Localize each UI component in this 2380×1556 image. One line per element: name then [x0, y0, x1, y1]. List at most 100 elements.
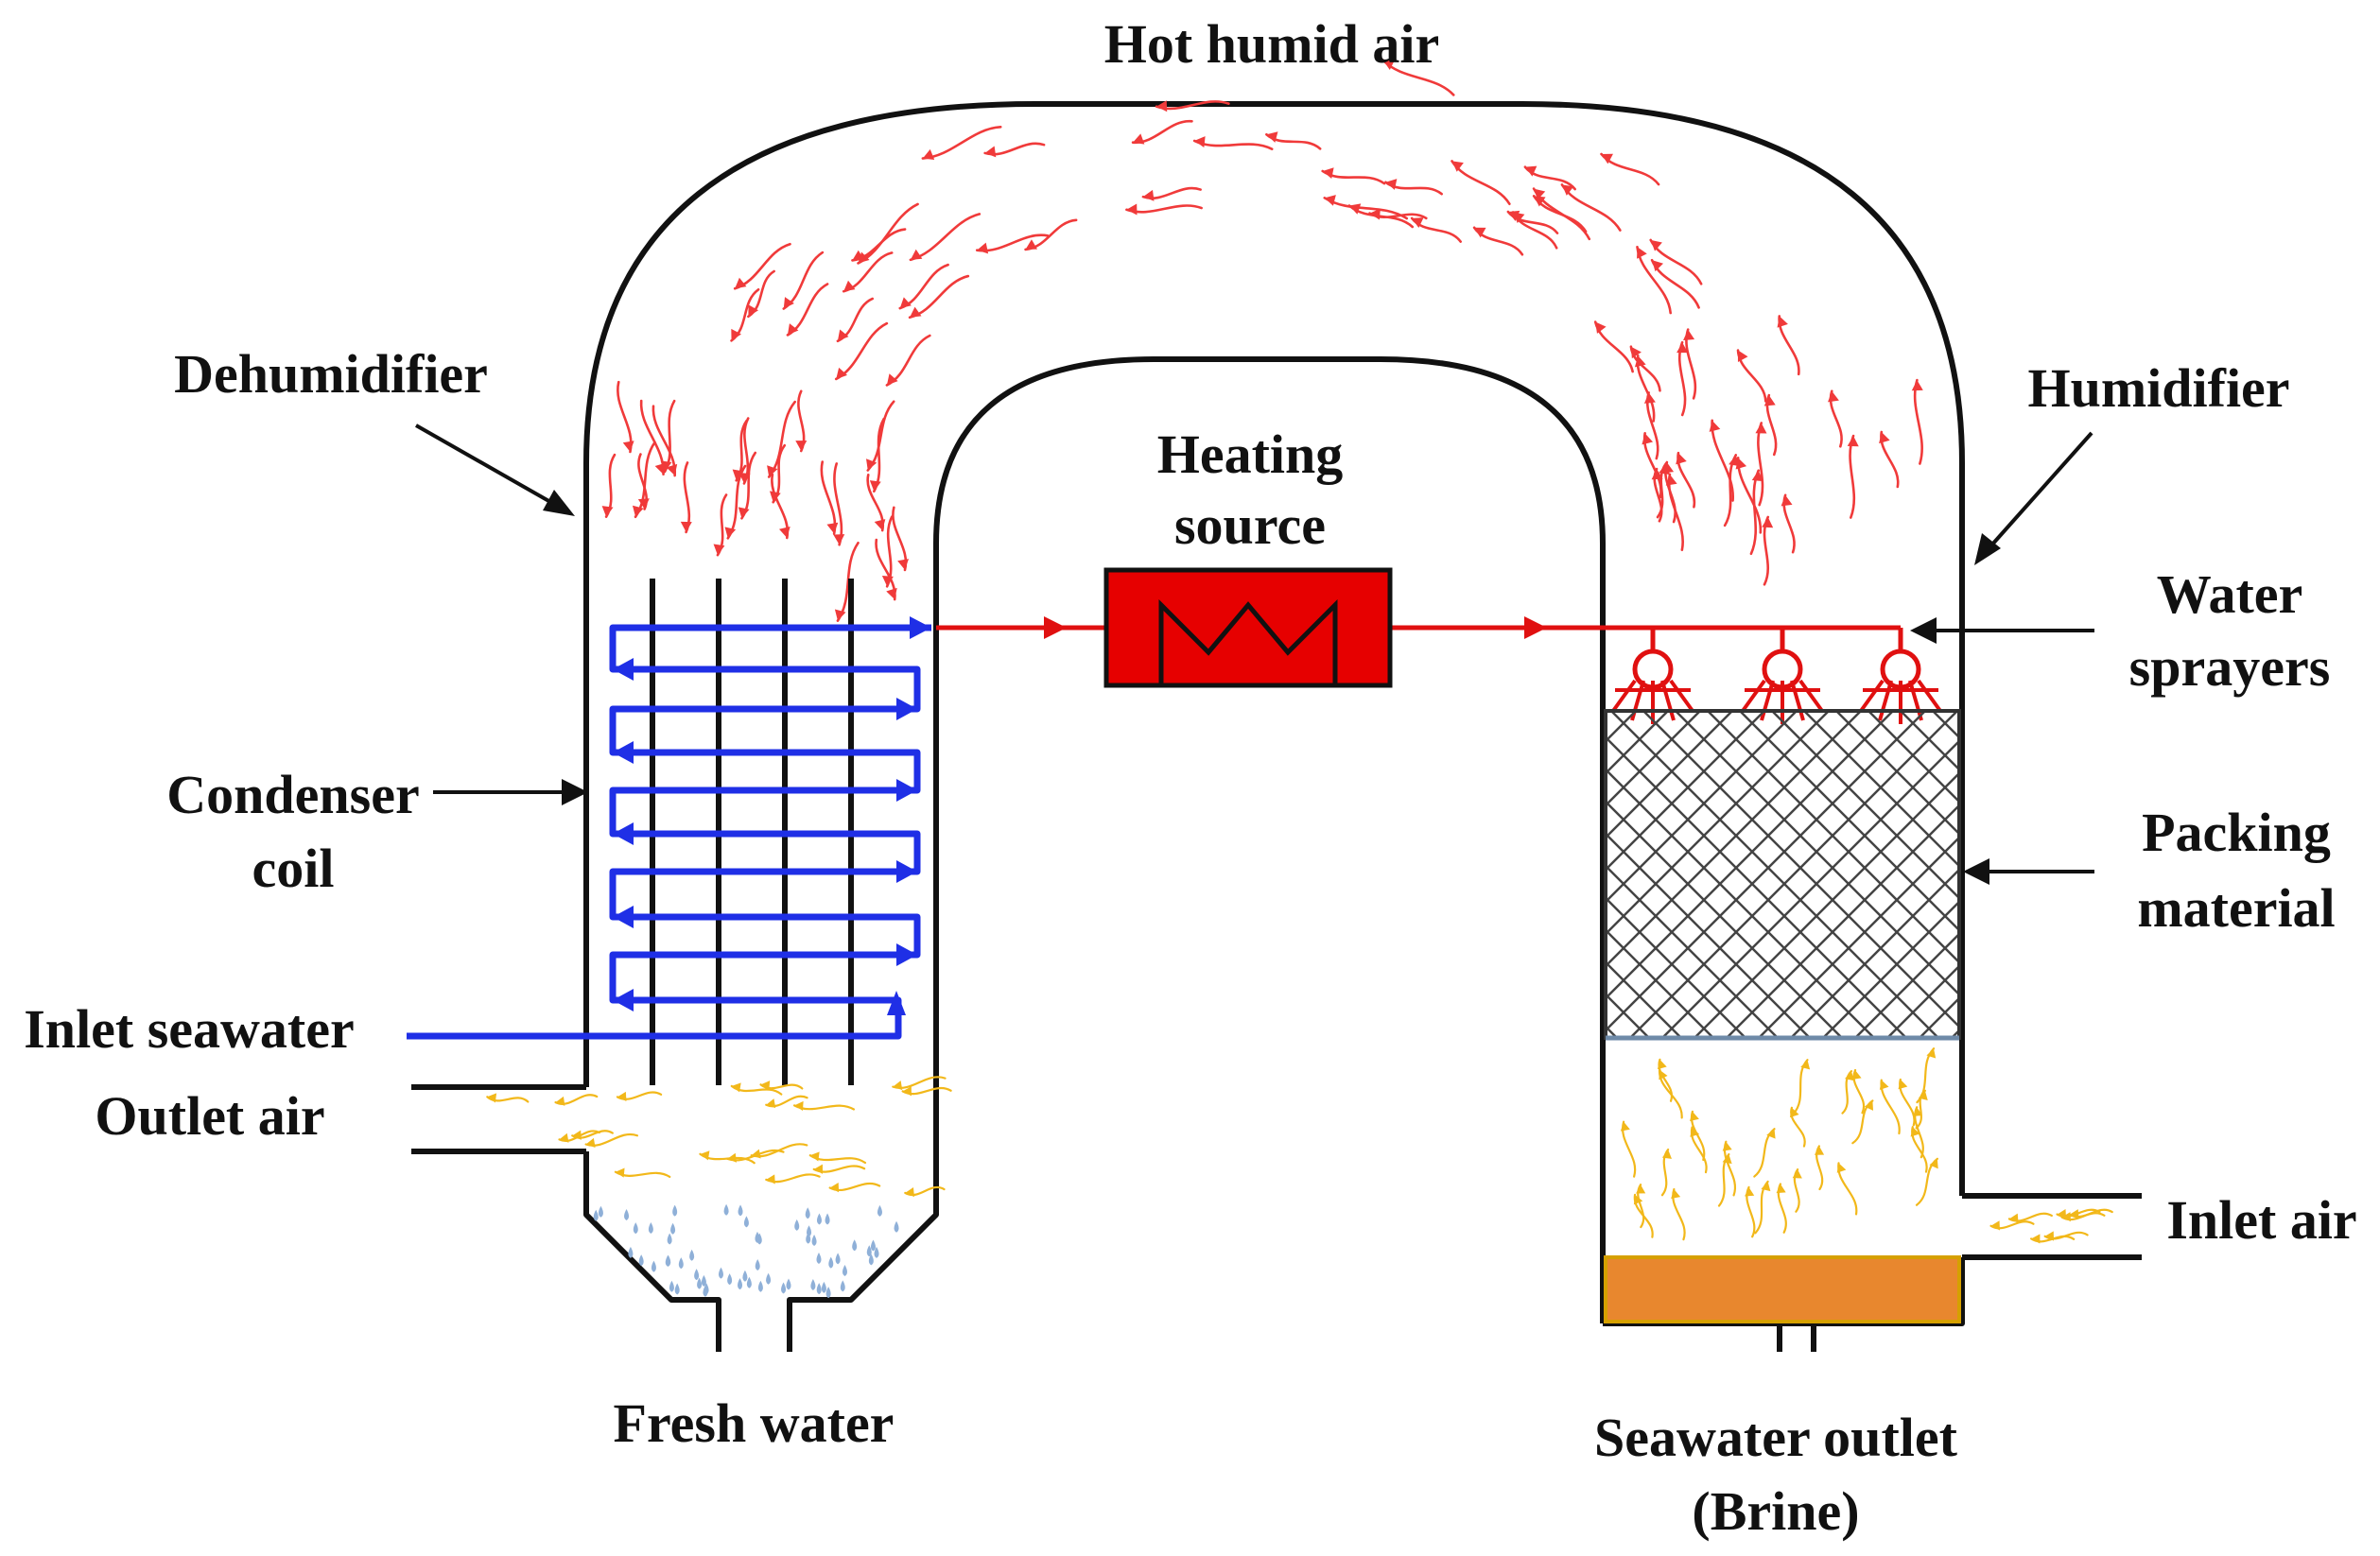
- air-arrow-icon: [795, 389, 808, 453]
- air-arrow-icon: [1141, 186, 1202, 201]
- air-arrow-icon: [1650, 258, 1700, 309]
- label-water-sprayers-line1: Water: [2157, 563, 2303, 625]
- air-arrow-icon: [651, 405, 678, 477]
- air-arrow-icon: [792, 1100, 856, 1112]
- air-arrow-icon: [767, 400, 796, 478]
- label-condenser-coil-line1: Condenser: [166, 764, 419, 825]
- label-heating-source-line2: source: [1174, 494, 1326, 556]
- heater-box: [1103, 567, 1393, 688]
- air-arrow-icon: [909, 213, 982, 262]
- air-arrow-icon: [983, 142, 1046, 158]
- water-sprayers: [1611, 628, 1942, 724]
- water-drop-icon: [766, 1272, 772, 1285]
- arrowhead-icon: [613, 822, 634, 845]
- arrowhead-icon: [613, 906, 634, 928]
- air-arrow-icon: [834, 321, 889, 381]
- air-arrow-icon: [765, 1095, 808, 1109]
- air-arrow-icon: [1676, 340, 1689, 417]
- air-arrow-icon: [1384, 179, 1444, 196]
- air-arrow-icon: [1915, 1157, 1938, 1206]
- air-arrow-icon: [921, 126, 1002, 161]
- arrowhead-icon: [1974, 533, 2001, 565]
- air-arrow-icon: [1792, 1059, 1811, 1115]
- air-arrow-icon: [1656, 462, 1671, 519]
- water-drop-icon: [755, 1259, 760, 1271]
- air-arrow-icon: [1792, 1168, 1802, 1213]
- air-arrow-icon: [639, 399, 667, 476]
- water-drop-icon: [718, 1267, 723, 1279]
- brine-pool: [1604, 1255, 1961, 1323]
- air-arrow-icon: [1898, 1078, 1916, 1127]
- water-drop-icon: [816, 1213, 822, 1225]
- air-arrow-icon: [1836, 1162, 1858, 1216]
- air-arrow-icon: [1192, 136, 1274, 150]
- water-drop-icon: [781, 1282, 787, 1294]
- air-arrow-icon: [901, 1086, 952, 1097]
- air-arrow-icon: [1749, 469, 1763, 556]
- water-drop-icon: [648, 1221, 653, 1234]
- water-drop-icon: [738, 1204, 743, 1217]
- air-arrow-icon: [782, 251, 825, 310]
- label-hot-humid-air: Hot humid air: [1104, 13, 1440, 75]
- water-drop-icon: [821, 1281, 826, 1293]
- water-drop-icon: [628, 1246, 634, 1258]
- arrowhead-icon: [613, 658, 634, 681]
- air-arrow-icon: [1265, 131, 1322, 150]
- water-drop-icon: [678, 1257, 684, 1270]
- water-drop-icon: [674, 1283, 680, 1295]
- air-arrow-icon: [699, 1150, 756, 1165]
- label-fresh-water: Fresh water: [614, 1392, 895, 1454]
- air-arrow-icon: [833, 462, 845, 546]
- air-arrow-icon: [1723, 454, 1741, 527]
- air-arrow-icon: [1131, 119, 1193, 145]
- outlet-air-arrow-group: [486, 1076, 952, 1198]
- air-arrow-icon: [616, 1091, 663, 1101]
- air-arrow-icon: [1125, 203, 1203, 216]
- water-drop-icon: [805, 1207, 810, 1219]
- label-pointers: [415, 424, 2094, 885]
- air-arrow-icon: [713, 493, 728, 557]
- air-arrow-icon: [1683, 328, 1697, 400]
- air-arrow-icon: [1629, 345, 1661, 392]
- air-arrow-icon: [1532, 187, 1591, 241]
- air-arrow-icon: [738, 451, 757, 520]
- air-arrow-icon: [1636, 1184, 1646, 1229]
- arrowhead-icon: [613, 741, 634, 764]
- water-drop-icon: [667, 1233, 672, 1245]
- air-arrow-icon: [1560, 183, 1622, 232]
- arrowhead-icon: [896, 943, 917, 966]
- air-arrow-icon: [908, 274, 970, 320]
- water-drop-icon: [757, 1280, 763, 1292]
- air-arrow-icon: [1410, 216, 1462, 243]
- water-drop-icon: [694, 1269, 700, 1281]
- air-arrow-icon: [820, 460, 839, 535]
- water-drop-icon: [738, 1278, 743, 1290]
- air-arrow-icon: [1911, 378, 1923, 465]
- water-drop-icon: [669, 1280, 674, 1292]
- label-packing-material-line2: material: [2137, 877, 2335, 939]
- air-arrow-icon: [614, 1167, 671, 1179]
- water-drop-icon: [811, 1235, 817, 1247]
- outer-arch-wall: [583, 101, 1965, 1196]
- water-drop-icon: [638, 1254, 644, 1267]
- air-arrow-icon: [1814, 1145, 1825, 1191]
- arrowhead-icon: [1963, 858, 1989, 885]
- water-drop-icon: [670, 1222, 676, 1235]
- air-arrow-icon: [869, 417, 885, 493]
- air-arrow-icon: [1600, 152, 1660, 186]
- air-arrow-icon: [1781, 493, 1796, 554]
- air-arrow-icon: [680, 461, 692, 534]
- air-arrow-icon: [617, 380, 634, 454]
- water-drop-icon: [806, 1232, 811, 1244]
- air-arrow-icon: [632, 441, 656, 519]
- air-arrow-icon: [1671, 1187, 1686, 1241]
- air-arrow-icon: [1828, 389, 1843, 448]
- water-drop-icon: [742, 1270, 748, 1282]
- air-arrow-icon: [1745, 1185, 1756, 1238]
- air-arrow-icon: [1879, 1079, 1901, 1135]
- water-drop-icon: [633, 1222, 638, 1235]
- water-drop-icon: [852, 1239, 858, 1252]
- inner-arch-wall: [933, 356, 1606, 1323]
- air-arrow-icon: [1676, 451, 1696, 509]
- water-drop-icon: [828, 1256, 834, 1269]
